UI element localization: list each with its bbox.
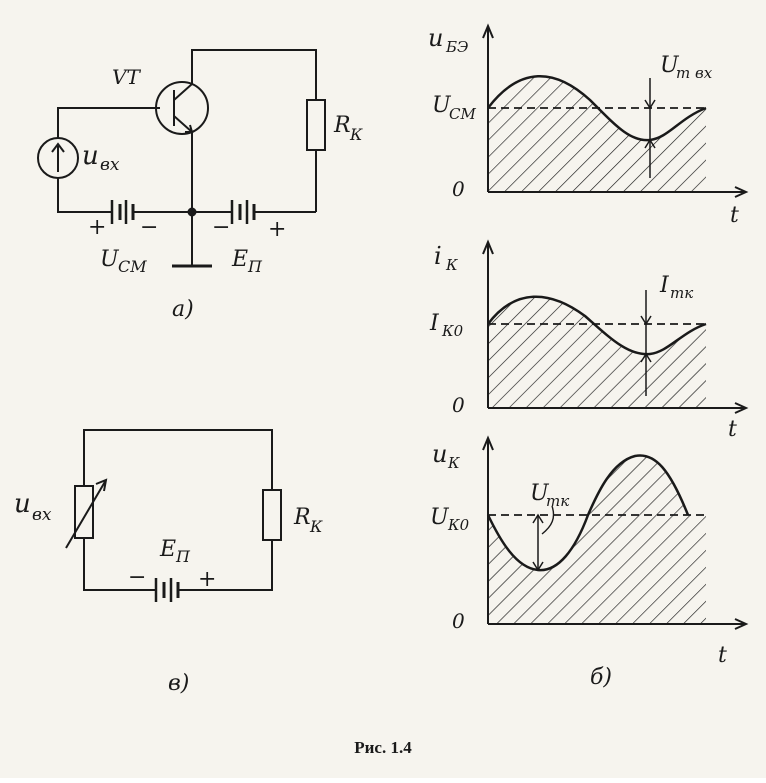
graph-1-y-label: u	[428, 24, 443, 52]
bias-battery-sub-label: СМ	[118, 257, 147, 276]
bias-battery-label: U	[100, 247, 120, 272]
graph-2-y-label: i	[434, 242, 442, 270]
resistor-c-sub-label: К	[309, 517, 323, 536]
graph-2-hatch	[488, 296, 706, 408]
graph-3-curve	[486, 454, 690, 572]
graph-2-origin: 0	[452, 393, 465, 417]
graph-2-amp-sub: mк	[670, 284, 693, 302]
supply-battery-sub-label: П	[247, 257, 263, 276]
figure-caption: Рис. 1.4	[354, 738, 412, 757]
resistor-label: R	[333, 113, 351, 138]
variable-resistor-symbol	[74, 485, 94, 539]
variable-resistor-sub-label: вх	[32, 505, 52, 525]
panel-b-label: б)	[590, 665, 612, 690]
base-wire	[57, 107, 160, 138]
graph-3-level-sub: К0	[447, 516, 470, 534]
graph-1-amp-sub: m вх	[676, 64, 713, 82]
graph-1-curve	[487, 75, 707, 142]
panel-a-labels: VT u вх R К + − − + U СМ E П а)	[82, 65, 363, 322]
graph-1-level-sub: СМ	[449, 105, 476, 123]
graph-2-level-sub: К0	[441, 322, 464, 340]
battery-c-label: E	[159, 537, 176, 562]
transistor-symbol	[155, 81, 209, 135]
graph-1-level-label: U	[432, 93, 452, 118]
supply-plus-sign: +	[268, 217, 286, 242]
graph-3-level-label: U	[430, 505, 450, 530]
panel-c-label: в)	[168, 671, 189, 696]
graph-2-x-label: t	[728, 417, 737, 442]
graph-3: u К U К0 U mк 0 t	[430, 435, 749, 668]
graph-1-amp-label: U	[660, 53, 680, 78]
graph-1-hatch	[488, 76, 706, 192]
graph-3-x-label: t	[718, 643, 727, 668]
bias-minus-sign: −	[140, 215, 158, 240]
graph-2-level-label: I	[429, 311, 440, 336]
graph-1-y-sub: БЭ	[445, 38, 469, 56]
panel-c-labels: u вх R К E П − + в)	[14, 489, 323, 696]
graph-2-amp-label: I	[659, 273, 670, 298]
transistor-label: VT	[112, 65, 141, 89]
graph-3-amp-label: U	[530, 481, 550, 506]
resistor-c-label: R	[293, 505, 311, 530]
battery-c-minus-sign: −	[128, 565, 146, 590]
graph-1-x-label: t	[730, 203, 739, 228]
graph-2-curve	[487, 295, 707, 356]
bias-plus-sign: +	[88, 215, 106, 240]
graph-2-y-sub: К	[445, 256, 458, 274]
top-wire	[83, 429, 273, 490]
graph-1-origin: 0	[452, 177, 465, 201]
battery-c-sub-label: П	[175, 547, 191, 566]
panel-a-circuit	[37, 49, 326, 268]
graph-3-y-label: u	[432, 440, 447, 468]
source-sub-label: вх	[100, 155, 120, 175]
resistor-sub-label: К	[349, 125, 363, 144]
variable-resistor-label: u	[14, 489, 31, 519]
resistor-rk	[306, 99, 326, 151]
graph-3-amp-sub: mк	[546, 492, 569, 510]
graph-3-origin: 0	[452, 609, 465, 633]
resistor-rk-c	[262, 489, 282, 541]
graph-3-hatch	[488, 455, 706, 624]
battery-c-plus-sign: +	[198, 567, 216, 592]
panel-c-circuit	[65, 429, 282, 602]
source-label: u	[82, 141, 99, 171]
bottom-right-wire	[190, 540, 273, 591]
collector-wire	[191, 49, 317, 100]
graph-2: i К I К0 I mк 0 t	[429, 239, 749, 442]
graph-1: u БЭ U СМ U m вх 0 t	[428, 23, 749, 228]
bottom-left-wire	[83, 538, 156, 591]
supply-battery-label: E	[231, 247, 248, 272]
supply-minus-sign: −	[212, 215, 230, 240]
panel-a-label: а)	[172, 297, 194, 322]
graph-3-y-sub: К	[447, 454, 460, 472]
